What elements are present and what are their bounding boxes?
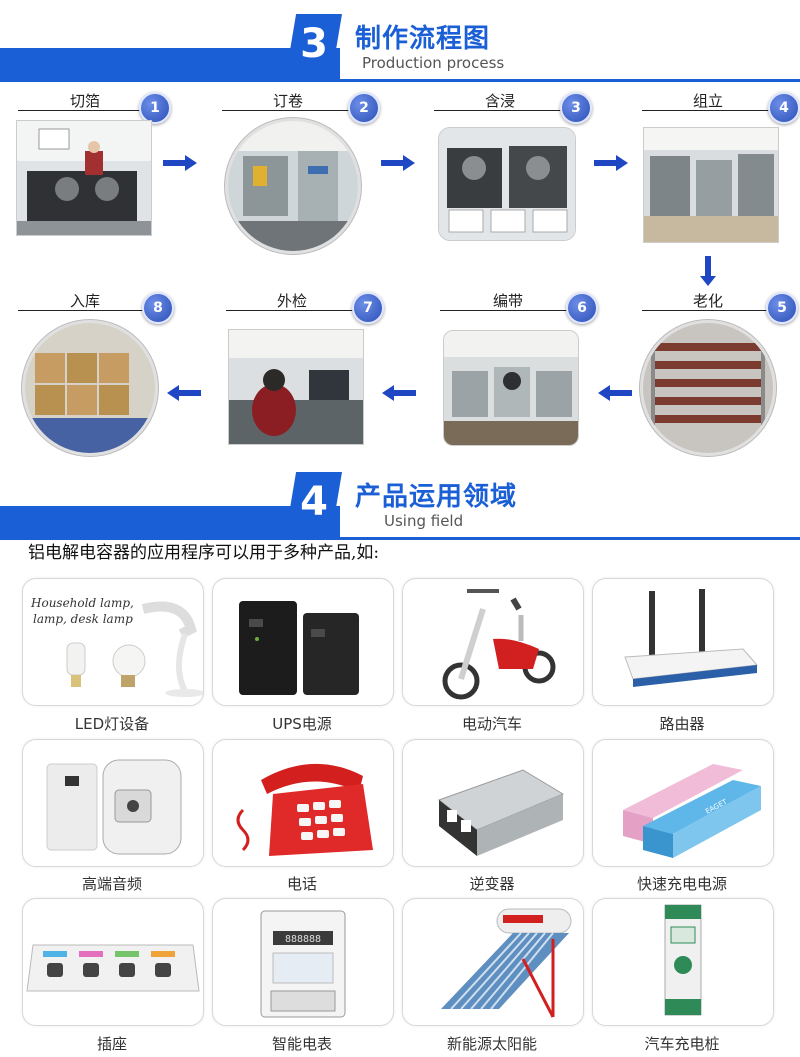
step-photo-inspection — [228, 329, 364, 445]
power-strip-image — [26, 944, 200, 992]
section-subtitle: Production process — [362, 54, 505, 72]
step-photo-impregnation — [438, 127, 576, 241]
step-underline — [222, 110, 362, 111]
product-card-meter: 888888 — [212, 898, 394, 1026]
step-photo-warehouse — [22, 320, 158, 456]
step-number-badge: 6 — [566, 292, 598, 324]
aging-rack-illustration — [643, 323, 773, 453]
step-label: 订卷 — [272, 92, 303, 110]
step-number-badge: 2 — [348, 92, 380, 124]
electric-scooter-image — [442, 589, 556, 700]
led-script-line-1: Household lamp, — [30, 596, 134, 610]
electric-meter-image: 888888 — [260, 910, 346, 1018]
product-card-socket — [22, 898, 204, 1026]
led-script-line-2: lamp, desk lamp — [33, 612, 133, 626]
router-image — [624, 589, 759, 687]
speaker-image — [46, 759, 182, 855]
product-label: 快速充电电源 — [636, 875, 727, 893]
arrow-left-icon — [167, 385, 201, 401]
boxes-illustration — [25, 323, 155, 453]
product-card-ev — [402, 578, 584, 706]
product-card-ups — [212, 578, 394, 706]
product-label: 路由器 — [659, 715, 705, 733]
section-number: 4 — [286, 472, 342, 532]
step-label: 老化 — [692, 292, 723, 310]
section-subtitle: Using field — [384, 512, 464, 530]
inverter-image — [437, 769, 565, 856]
step-underline — [18, 110, 150, 111]
step-underline — [434, 110, 574, 111]
arrow-right-icon — [163, 155, 197, 171]
product-card-router — [592, 578, 774, 706]
product-label: 高端音频 — [81, 875, 142, 893]
meter-display: 888888 — [285, 934, 321, 945]
step-label: 切箔 — [69, 92, 100, 110]
step-label: 外检 — [276, 292, 307, 310]
product-label: 新能源太阳能 — [446, 1035, 537, 1053]
step-photo-winding — [225, 118, 361, 254]
usage-section-header: 4 产品运用领域 Using field — [0, 466, 800, 540]
step-number-badge: 1 — [139, 92, 171, 124]
step-label: 组立 — [692, 92, 723, 110]
solar-heater-image — [441, 908, 572, 1018]
product-card-powerbank: EAGET — [592, 739, 774, 867]
step-label: 入库 — [69, 292, 100, 310]
power-bank-image: EAGET — [623, 764, 761, 858]
step-photo-cutting — [16, 120, 152, 236]
usage-intro-text: 铝电解电容器的应用程序可以用于多种产品,如: — [28, 543, 380, 563]
step-photo-assembly — [643, 127, 779, 243]
step-underline — [642, 310, 782, 311]
arrow-right-icon — [381, 155, 415, 171]
arrow-left-icon — [382, 385, 416, 401]
product-card-inverter — [402, 739, 584, 867]
product-card-solar — [402, 898, 584, 1026]
step-underline — [440, 310, 580, 311]
step-underline — [642, 110, 782, 111]
product-label: UPS电源 — [272, 715, 332, 733]
section-title: 制作流程图 — [355, 24, 491, 54]
step-number-badge: 4 — [768, 92, 800, 124]
section-title: 产品运用领域 — [355, 482, 518, 512]
step-underline — [226, 310, 366, 311]
product-card-led: Household lamp, lamp, desk lamp — [22, 578, 204, 706]
section-number: 3 — [286, 14, 342, 74]
inspection-illustration — [229, 330, 363, 444]
product-label: 电动汽车 — [461, 715, 522, 733]
product-card-charger — [592, 898, 774, 1026]
step-number-badge: 5 — [766, 292, 798, 324]
product-label: 智能电表 — [271, 1035, 332, 1053]
product-label: 电话 — [286, 875, 317, 893]
header-rule — [280, 79, 800, 82]
tank-illustration — [439, 128, 575, 240]
header-bar — [0, 48, 340, 82]
product-label: 逆变器 — [469, 875, 515, 893]
product-label: 汽车充电桩 — [644, 1035, 720, 1053]
telephone-image — [236, 763, 373, 856]
process-section-header: 3 制作流程图 Production process — [0, 8, 800, 82]
header-bar — [0, 506, 340, 540]
step-number-badge: 7 — [352, 292, 384, 324]
step-photo-taping — [443, 330, 579, 446]
taping-machines-illustration — [444, 331, 578, 445]
factory-illustration — [228, 121, 358, 251]
step-underline — [18, 310, 158, 311]
header-rule — [280, 537, 800, 540]
step-number-badge: 3 — [560, 92, 592, 124]
ev-charger-image — [664, 904, 702, 1016]
step-photo-aging — [640, 320, 776, 456]
product-card-phone — [212, 739, 394, 867]
step-number-badge: 8 — [142, 292, 174, 324]
machine-illustration — [17, 121, 151, 235]
arrow-down-icon — [700, 256, 716, 286]
step-label: 编带 — [492, 292, 523, 310]
arrow-right-icon — [594, 155, 628, 171]
arrow-left-icon — [598, 385, 632, 401]
assembly-line-illustration — [644, 128, 778, 242]
product-label: 插座 — [96, 1035, 127, 1053]
product-label: LED灯设备 — [74, 715, 150, 733]
ups-image — [239, 601, 359, 695]
led-lamp-image: Household lamp, lamp, desk lamp — [30, 596, 203, 697]
step-label: 含浸 — [484, 92, 515, 110]
product-card-audio — [22, 739, 204, 867]
